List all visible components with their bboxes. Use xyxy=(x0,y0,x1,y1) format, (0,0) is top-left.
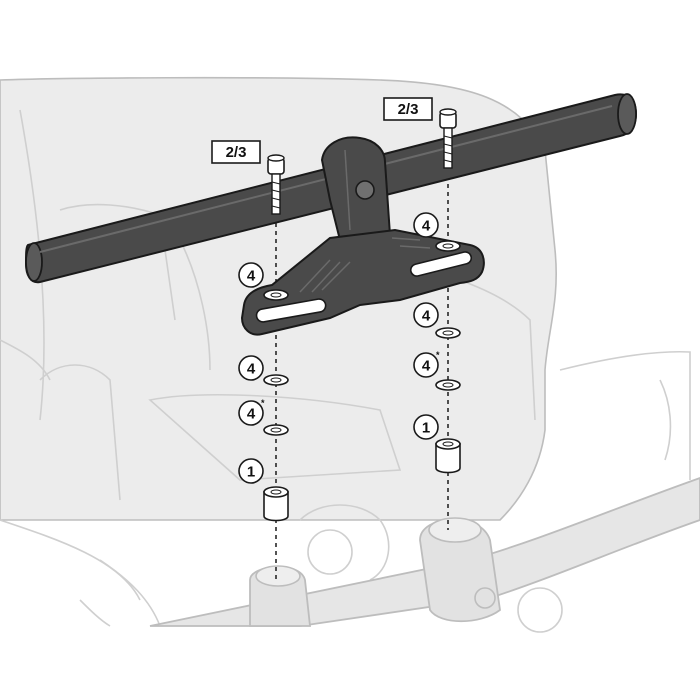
right-washer-lower xyxy=(435,379,461,391)
left-washer-middle xyxy=(263,374,289,386)
left-callout-washer-top-text: 4 xyxy=(247,268,256,285)
left-callout-spacer: 1 xyxy=(238,458,264,484)
right-callout-washer-top-text: 4 xyxy=(422,218,431,235)
right-callout-spacer-text: 1 xyxy=(422,420,430,437)
right-washer-top xyxy=(435,240,461,252)
left-callout-washer-middle-text: 4 xyxy=(247,361,256,378)
left-washer-top xyxy=(263,289,289,301)
right-screw xyxy=(439,108,457,169)
left-callout-spacer-text: 1 xyxy=(247,464,255,481)
right-callout-washer-lower: 4 * xyxy=(413,350,440,378)
left-screw-label: 2/3 xyxy=(211,140,261,164)
bar-clamp xyxy=(320,136,392,242)
left-callout-washer-top: 4 xyxy=(238,262,264,288)
right-callout-washer-middle-text: 4 xyxy=(422,308,431,325)
right-callout-washer-top: 4 xyxy=(413,212,439,238)
left-washer-lower xyxy=(263,424,289,436)
left-callout-washer-lower: 4 * xyxy=(238,398,265,426)
left-callout-washer-lower-text: 4 xyxy=(247,406,256,423)
right-callout-spacer: 1 xyxy=(413,414,439,440)
left-screw-label-text: 2/3 xyxy=(226,144,247,161)
right-washer-middle xyxy=(435,327,461,339)
right-callout-washer-lower-text: 4 xyxy=(422,358,431,375)
right-callout-washer-lower-star: * xyxy=(436,350,440,360)
motorcycle-handlebar xyxy=(149,477,700,627)
left-screw xyxy=(267,154,285,215)
left-spacer xyxy=(263,486,289,522)
right-callout-washer-middle: 4 xyxy=(413,302,439,328)
right-screw-label-text: 2/3 xyxy=(398,101,419,118)
left-callout-washer-middle: 4 xyxy=(238,355,264,381)
left-callout-washer-lower-star: * xyxy=(261,398,265,408)
right-screw-label: 2/3 xyxy=(383,97,433,121)
right-spacer xyxy=(435,438,461,474)
mounting-bracket xyxy=(240,228,485,336)
